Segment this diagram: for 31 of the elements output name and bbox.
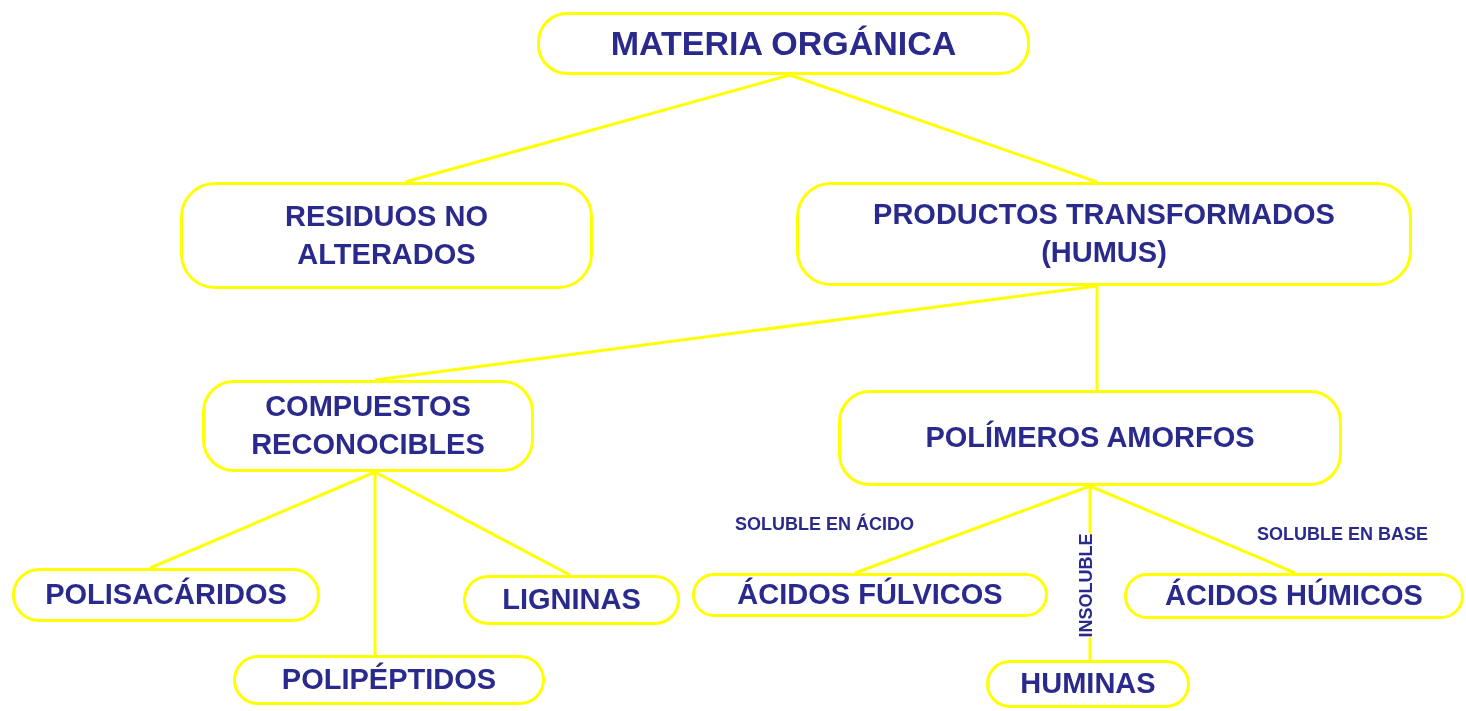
connector-line: [149, 470, 376, 570]
rounded-box: [202, 380, 534, 472]
rounded-box: [1124, 573, 1464, 619]
node-label: HUMINAS: [1019, 666, 1157, 702]
rounded-box: [796, 182, 1412, 286]
node-label: COMPUESTOS RECONOCIBLES: [250, 389, 486, 462]
rounded-box: [12, 568, 320, 622]
node-label: PRODUCTOS TRANSFORMADOS (HUMUS): [872, 197, 1336, 270]
rounded-box: [838, 390, 1342, 486]
node-label: POLÍMEROS AMORFOS: [924, 419, 1256, 456]
connector-line: [374, 284, 1098, 382]
node-label: ÁCIDOS HÚMICOS: [1164, 577, 1424, 614]
rounded-box: [180, 182, 593, 289]
connector-line: [374, 470, 571, 577]
rounded-box: [692, 573, 1048, 617]
connector-line: [1089, 484, 1296, 575]
node-label: POLISACÁRIDOS: [44, 576, 288, 613]
connector-line: [373, 472, 377, 655]
connector-line: [1095, 286, 1099, 390]
connector-line: [854, 484, 1091, 575]
node-label: POLIPÉPTIDOS: [280, 661, 498, 698]
node-label: ÁCIDOS FÚLVICOS: [736, 576, 1004, 613]
rounded-box: [537, 12, 1030, 75]
connector-line: [789, 73, 1098, 184]
rounded-box: [463, 575, 680, 625]
node-label: RESIDUOS NO ALTERADOS: [284, 198, 489, 272]
rounded-box: [233, 655, 545, 705]
rounded-box: [986, 660, 1190, 708]
node-label: LIGNINAS: [501, 582, 642, 618]
node-label: MATERIA ORGÁNICA: [609, 23, 958, 65]
connector-line: [404, 73, 791, 184]
